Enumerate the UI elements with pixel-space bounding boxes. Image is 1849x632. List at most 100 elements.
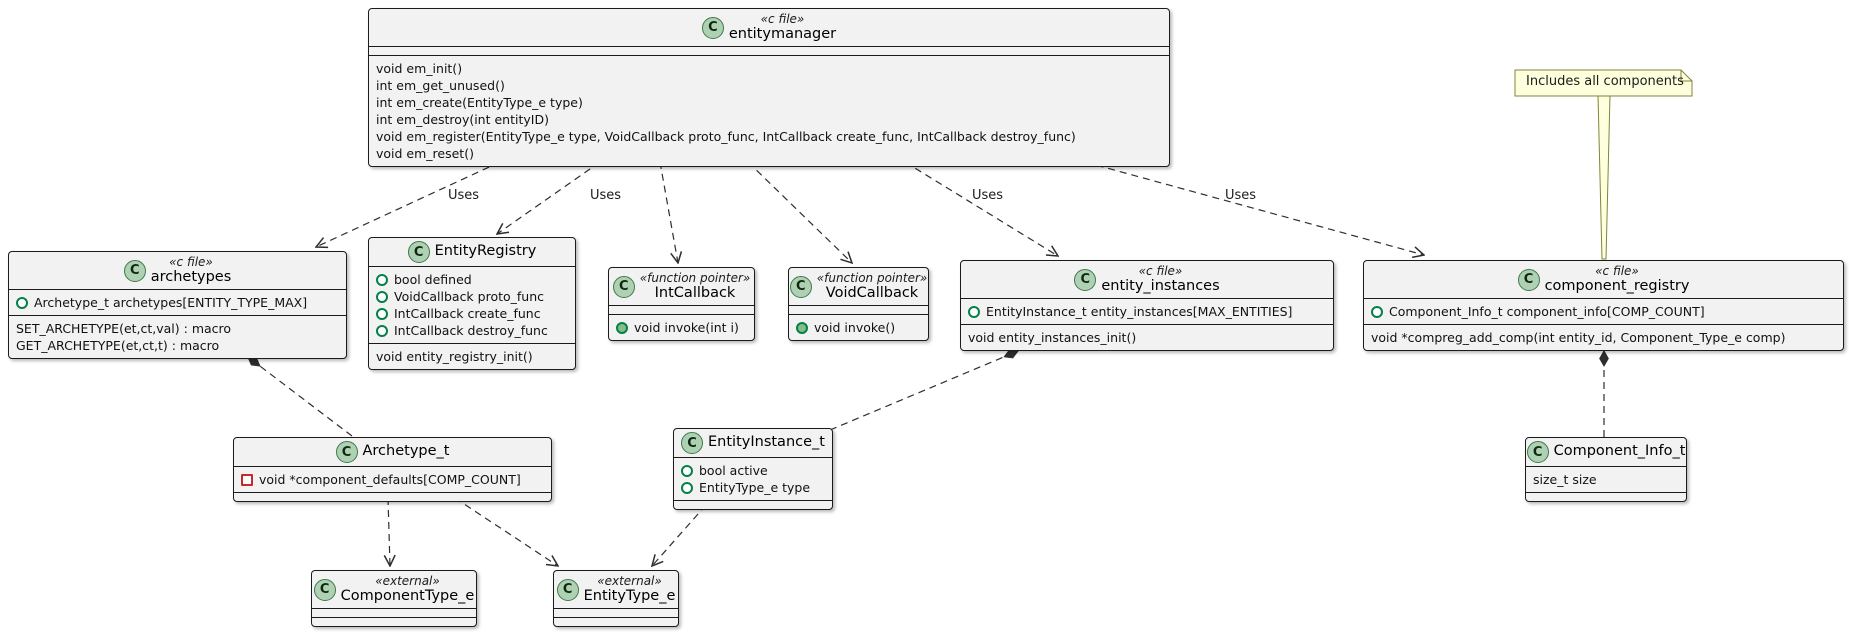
visibility-icon	[376, 324, 388, 337]
edge-em-uses-archetypes	[316, 161, 501, 247]
class-header: C «c file» archetypes	[9, 252, 346, 289]
edge-label-uses: Uses	[590, 188, 622, 203]
class-icon: C	[1074, 268, 1097, 291]
field-text: Archetype_t archetypes[ENTITY_TYPE_MAX]	[34, 295, 308, 311]
class-stereotype: «function pointer»	[816, 271, 928, 285]
methods-compartment: void em_init() int em_get_unused() int e…	[369, 55, 1169, 166]
fields-compartment	[789, 305, 928, 314]
class-header: C «external» ComponentType_e	[312, 571, 476, 608]
method-text: void em_register(EntityType_e type, Void…	[376, 129, 1076, 145]
field-text: size_t size	[1533, 472, 1597, 487]
edge-em-uses-componentregistry	[1084, 161, 1424, 255]
method-row: void invoke(int i)	[616, 319, 747, 336]
class-stereotype: «c file»	[760, 12, 805, 26]
visibility-icon	[241, 473, 253, 486]
class-stereotype: «c file»	[1595, 264, 1639, 278]
method-text: void em_reset()	[376, 146, 474, 162]
class-icon: C	[1526, 441, 1549, 463]
field-row: EntityType_e type	[681, 479, 825, 496]
fields-compartment: Archetype_t archetypes[ENTITY_TYPE_MAX]	[9, 289, 346, 315]
methods-compartment	[1526, 492, 1686, 501]
field-text: void *component_defaults[COMP_COUNT]	[259, 472, 521, 487]
field-row: EntityInstance_t entity_instances[MAX_EN…	[968, 303, 1326, 320]
class-name: entitymanager	[728, 26, 837, 43]
field-text: IntCallback destroy_func	[394, 323, 548, 338]
visibility-icon	[1371, 305, 1383, 318]
field-text: EntityType_e type	[699, 480, 811, 495]
class-header: C «c file» entity_instances	[961, 261, 1333, 298]
class-header: C «c file» component_registry	[1364, 261, 1843, 298]
method-row: void em_init()	[376, 60, 1162, 77]
visibility-icon	[796, 321, 808, 334]
class-header: C «external» EntityType_e	[554, 571, 678, 608]
class-icon: C	[407, 241, 430, 263]
edge-archetypet-entitytypee	[454, 497, 558, 566]
methods-compartment: void entity_registry_init()	[369, 343, 575, 369]
class-header: C Component_Info_t	[1526, 438, 1686, 466]
visibility-icon	[376, 273, 388, 286]
class-name: Archetype_t	[362, 443, 450, 460]
fields-compartment	[609, 305, 754, 314]
field-row: VoidCallback proto_func	[376, 288, 568, 305]
method-text: void entity_registry_init()	[376, 349, 533, 364]
fields-compartment: size_t size	[1526, 466, 1686, 492]
class-name: component_registry	[1544, 278, 1690, 295]
method-row: void em_reset()	[376, 145, 1162, 162]
field-text: IntCallback create_func	[394, 306, 541, 321]
fields-compartment: void *component_defaults[COMP_COUNT]	[234, 466, 551, 492]
class-name: IntCallback	[654, 285, 736, 302]
field-text: bool defined	[394, 272, 472, 287]
class-archetypes: C «c file» archetypes Archetype_t archet…	[8, 251, 347, 360]
edge-label-uses: Uses	[1225, 188, 1257, 203]
field-text: EntityInstance_t entity_instances[MAX_EN…	[986, 304, 1293, 320]
field-row: IntCallback destroy_func	[376, 322, 568, 339]
class-componentinfot: C Component_Info_t size_t size	[1525, 437, 1687, 502]
class-intcallback: C «function pointer» IntCallback void in…	[608, 267, 755, 342]
fields-compartment	[554, 608, 678, 617]
edge-em-uses-entityregistry	[497, 161, 601, 234]
edge-entityinstancet-entitytypee	[652, 504, 707, 566]
methods-compartment	[554, 617, 678, 626]
method-row: void entity_registry_init()	[376, 348, 568, 365]
class-name: EntityInstance_t	[708, 434, 825, 451]
class-name: VoidCallback	[825, 285, 919, 302]
method-row: int em_get_unused()	[376, 77, 1162, 94]
class-icon: C	[701, 16, 724, 39]
method-row: void invoke()	[796, 319, 921, 336]
method-row: SET_ARCHETYPE(et,ct,val) : macro	[16, 320, 339, 337]
field-text: VoidCallback proto_func	[394, 289, 545, 304]
class-stereotype: «c file»	[169, 255, 213, 269]
methods-compartment	[234, 492, 551, 501]
class-header: C «function pointer» IntCallback	[609, 268, 754, 305]
field-row: void *component_defaults[COMP_COUNT]	[241, 471, 544, 488]
fields-compartment	[312, 608, 476, 617]
class-icon: C	[335, 441, 358, 463]
method-text: void entity_instances_init()	[968, 330, 1137, 346]
visibility-icon	[376, 290, 388, 303]
class-entitymanager: C «c file» entitymanager void em_init() …	[368, 8, 1170, 168]
class-stereotype: «external»	[375, 574, 440, 588]
method-text: void *compreg_add_comp(int entity_id, Co…	[1371, 330, 1786, 346]
note-text: Includes all components	[1526, 74, 1684, 89]
method-text: int em_get_unused()	[376, 78, 505, 94]
class-icon: C	[681, 432, 704, 454]
edge-em-uses-entityinstances	[904, 161, 1058, 256]
method-row: void entity_instances_init()	[968, 329, 1326, 346]
field-text: bool active	[699, 463, 768, 478]
methods-compartment: void *compreg_add_comp(int entity_id, Co…	[1364, 324, 1843, 350]
class-header: C Archetype_t	[234, 438, 551, 466]
method-text: GET_ARCHETYPE(et,ct,t) : macro	[16, 338, 220, 354]
fields-compartment: bool active EntityType_e type	[674, 457, 832, 500]
class-name: EntityRegistry	[434, 243, 537, 260]
class-entityinstancet: C EntityInstance_t bool active EntityTyp…	[673, 428, 833, 510]
class-stereotype: «c file»	[1138, 264, 1183, 278]
class-componenttypee: C «external» ComponentType_e	[311, 570, 477, 628]
class-stereotype: «external»	[597, 574, 662, 588]
edge-archetypet-componenttypee	[388, 497, 390, 566]
class-stereotype: «function pointer»	[639, 271, 751, 285]
class-icon: C	[123, 259, 146, 282]
method-row: void *compreg_add_comp(int entity_id, Co…	[1371, 329, 1836, 346]
method-row: GET_ARCHETYPE(et,ct,t) : macro	[16, 337, 339, 354]
class-entityinstances: C «c file» entity_instances EntityInstan…	[960, 260, 1334, 352]
class-entitytypee: C «external» EntityType_e	[553, 570, 679, 628]
